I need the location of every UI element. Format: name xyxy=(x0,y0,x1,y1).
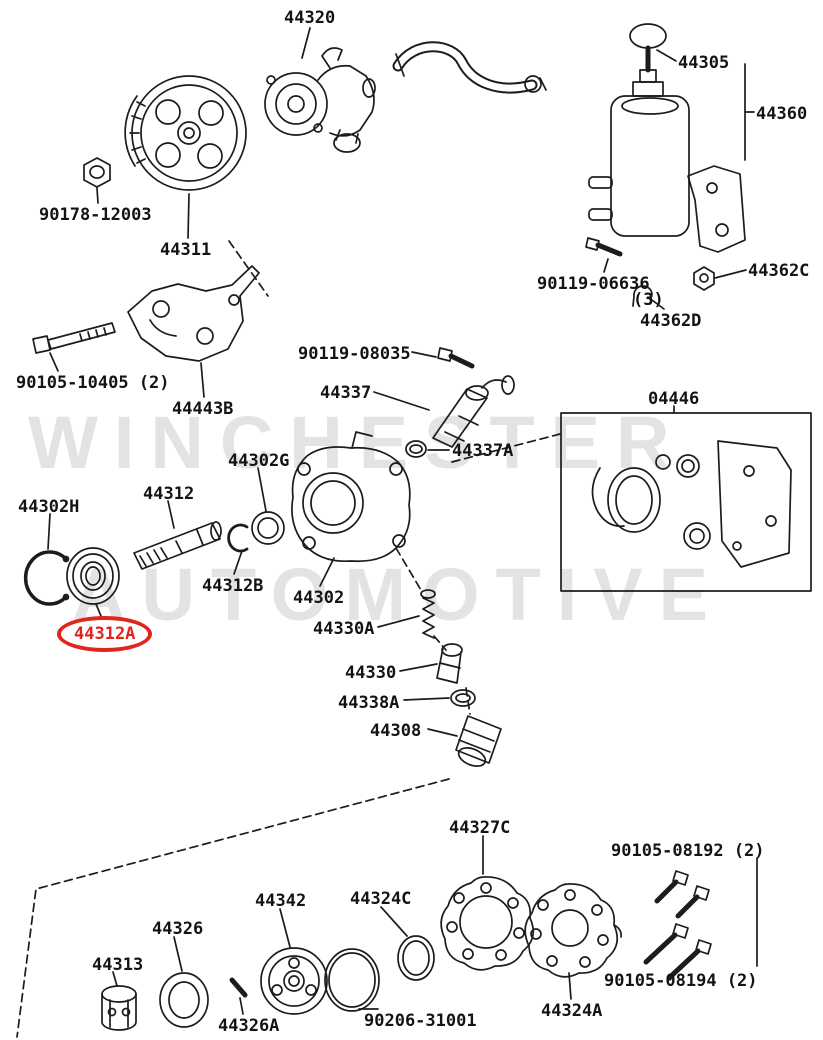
part-label-qty-3: (3) xyxy=(633,290,664,310)
part-label-90105-10405: 90105-10405 (2) xyxy=(16,373,170,393)
bolt-90105-08194-drawing xyxy=(643,923,712,981)
part-label-44327c: 44327C xyxy=(449,818,511,838)
hose-drawing xyxy=(392,41,547,94)
part-label-44311: 44311 xyxy=(160,240,212,260)
part-label-44326: 44326 xyxy=(152,919,204,939)
part-label-44302h: 44302H xyxy=(18,497,80,517)
part-label-44338a: 44338A xyxy=(338,693,400,713)
part-label-44312b: 44312B xyxy=(202,576,264,596)
bearing-44312a-drawing xyxy=(66,547,120,605)
part-label-90119-08035: 90119-08035 xyxy=(298,344,411,364)
pin-44326a-drawing xyxy=(229,977,248,998)
part-label-44324a: 44324A xyxy=(541,1001,603,1021)
part-label-44324c: 44324C xyxy=(350,889,412,909)
plate-44324a-drawing xyxy=(524,883,622,978)
gasket-44327c-drawing xyxy=(440,876,535,971)
ring-44326-drawing xyxy=(159,972,209,1028)
part-label-44342: 44342 xyxy=(255,891,307,911)
bolt-90105-08192-drawing xyxy=(654,870,710,919)
o-ring-44338a-drawing xyxy=(450,689,476,707)
fitting-44308-drawing xyxy=(455,715,502,767)
o-ring-90206-31001-drawing xyxy=(324,948,380,1012)
part-label-90178-12003: 90178-12003 xyxy=(39,205,152,225)
watermark-line2: AUTOMOTIVE xyxy=(72,553,724,636)
part-label-44312: 44312 xyxy=(143,484,195,504)
part-label-44308: 44308 xyxy=(370,721,422,741)
pump-44320-drawing xyxy=(264,47,376,153)
part-label-90105-08192: 90105-08192 (2) xyxy=(611,841,765,861)
clip-44362d-drawing xyxy=(632,285,653,307)
part-label-44360: 44360 xyxy=(756,104,808,124)
pulley-44311-drawing xyxy=(124,75,247,191)
part-label-44302g: 44302G xyxy=(228,451,290,471)
bolt-90119-08035-drawing xyxy=(437,347,475,369)
fitting-44330-drawing xyxy=(436,643,463,684)
part-label-90105-08194: 90105-08194 (2) xyxy=(604,971,758,991)
gasket-kit-04446-drawing xyxy=(560,412,812,592)
nut-90178-12003-drawing xyxy=(83,157,111,188)
part-label-44326a: 44326A xyxy=(218,1016,280,1036)
fitting-44337-drawing xyxy=(432,375,515,448)
part-label-44362d: 44362D xyxy=(640,311,702,331)
reservoir-44360-drawing xyxy=(588,23,746,253)
shaft-44312-drawing xyxy=(133,521,222,570)
part-label-04446: 04446 xyxy=(648,389,700,409)
union-44313-drawing xyxy=(101,985,137,1031)
ring-44324c-drawing xyxy=(397,935,435,981)
valve-spring-44330a-drawing xyxy=(420,589,436,639)
part-label-90119-06636: 90119-06636 xyxy=(537,274,650,294)
bracket-44443b-drawing xyxy=(127,265,260,362)
part-label-44330a: 44330A xyxy=(313,619,375,639)
part-label-90206-31001: 90206-31001 xyxy=(364,1011,477,1031)
leader-lines xyxy=(47,27,758,1015)
snap-ring-44312b-drawing xyxy=(227,523,249,553)
pulley-44342-drawing xyxy=(260,947,328,1015)
part-label-44362c: 44362C xyxy=(748,261,810,281)
pump-body-44302-drawing xyxy=(291,431,411,563)
part-label-44320: 44320 xyxy=(284,8,336,28)
part-label-44305: 44305 xyxy=(678,53,730,73)
highlight-oval-44312a: 44312A xyxy=(57,616,153,652)
bolt-90105-10405-drawing xyxy=(32,322,116,354)
part-label-44313: 44313 xyxy=(92,955,144,975)
washer-44302g-drawing xyxy=(251,511,285,545)
part-label-44337: 44337 xyxy=(320,383,372,403)
o-ring-44337a-drawing xyxy=(405,440,427,458)
part-label-44302: 44302 xyxy=(293,588,345,608)
watermark-line1: WINCHESTER xyxy=(28,401,686,484)
snap-ring-44302h-drawing xyxy=(23,550,70,606)
part-label-44330: 44330 xyxy=(345,663,397,683)
nut-44362c-drawing xyxy=(693,266,715,291)
part-label-44337a: 44337A xyxy=(452,441,514,461)
part-label-44443b: 44443B xyxy=(172,399,234,419)
bolt-90119-06636-drawing xyxy=(585,237,623,257)
part-label-44312a: 44312A xyxy=(74,624,136,644)
